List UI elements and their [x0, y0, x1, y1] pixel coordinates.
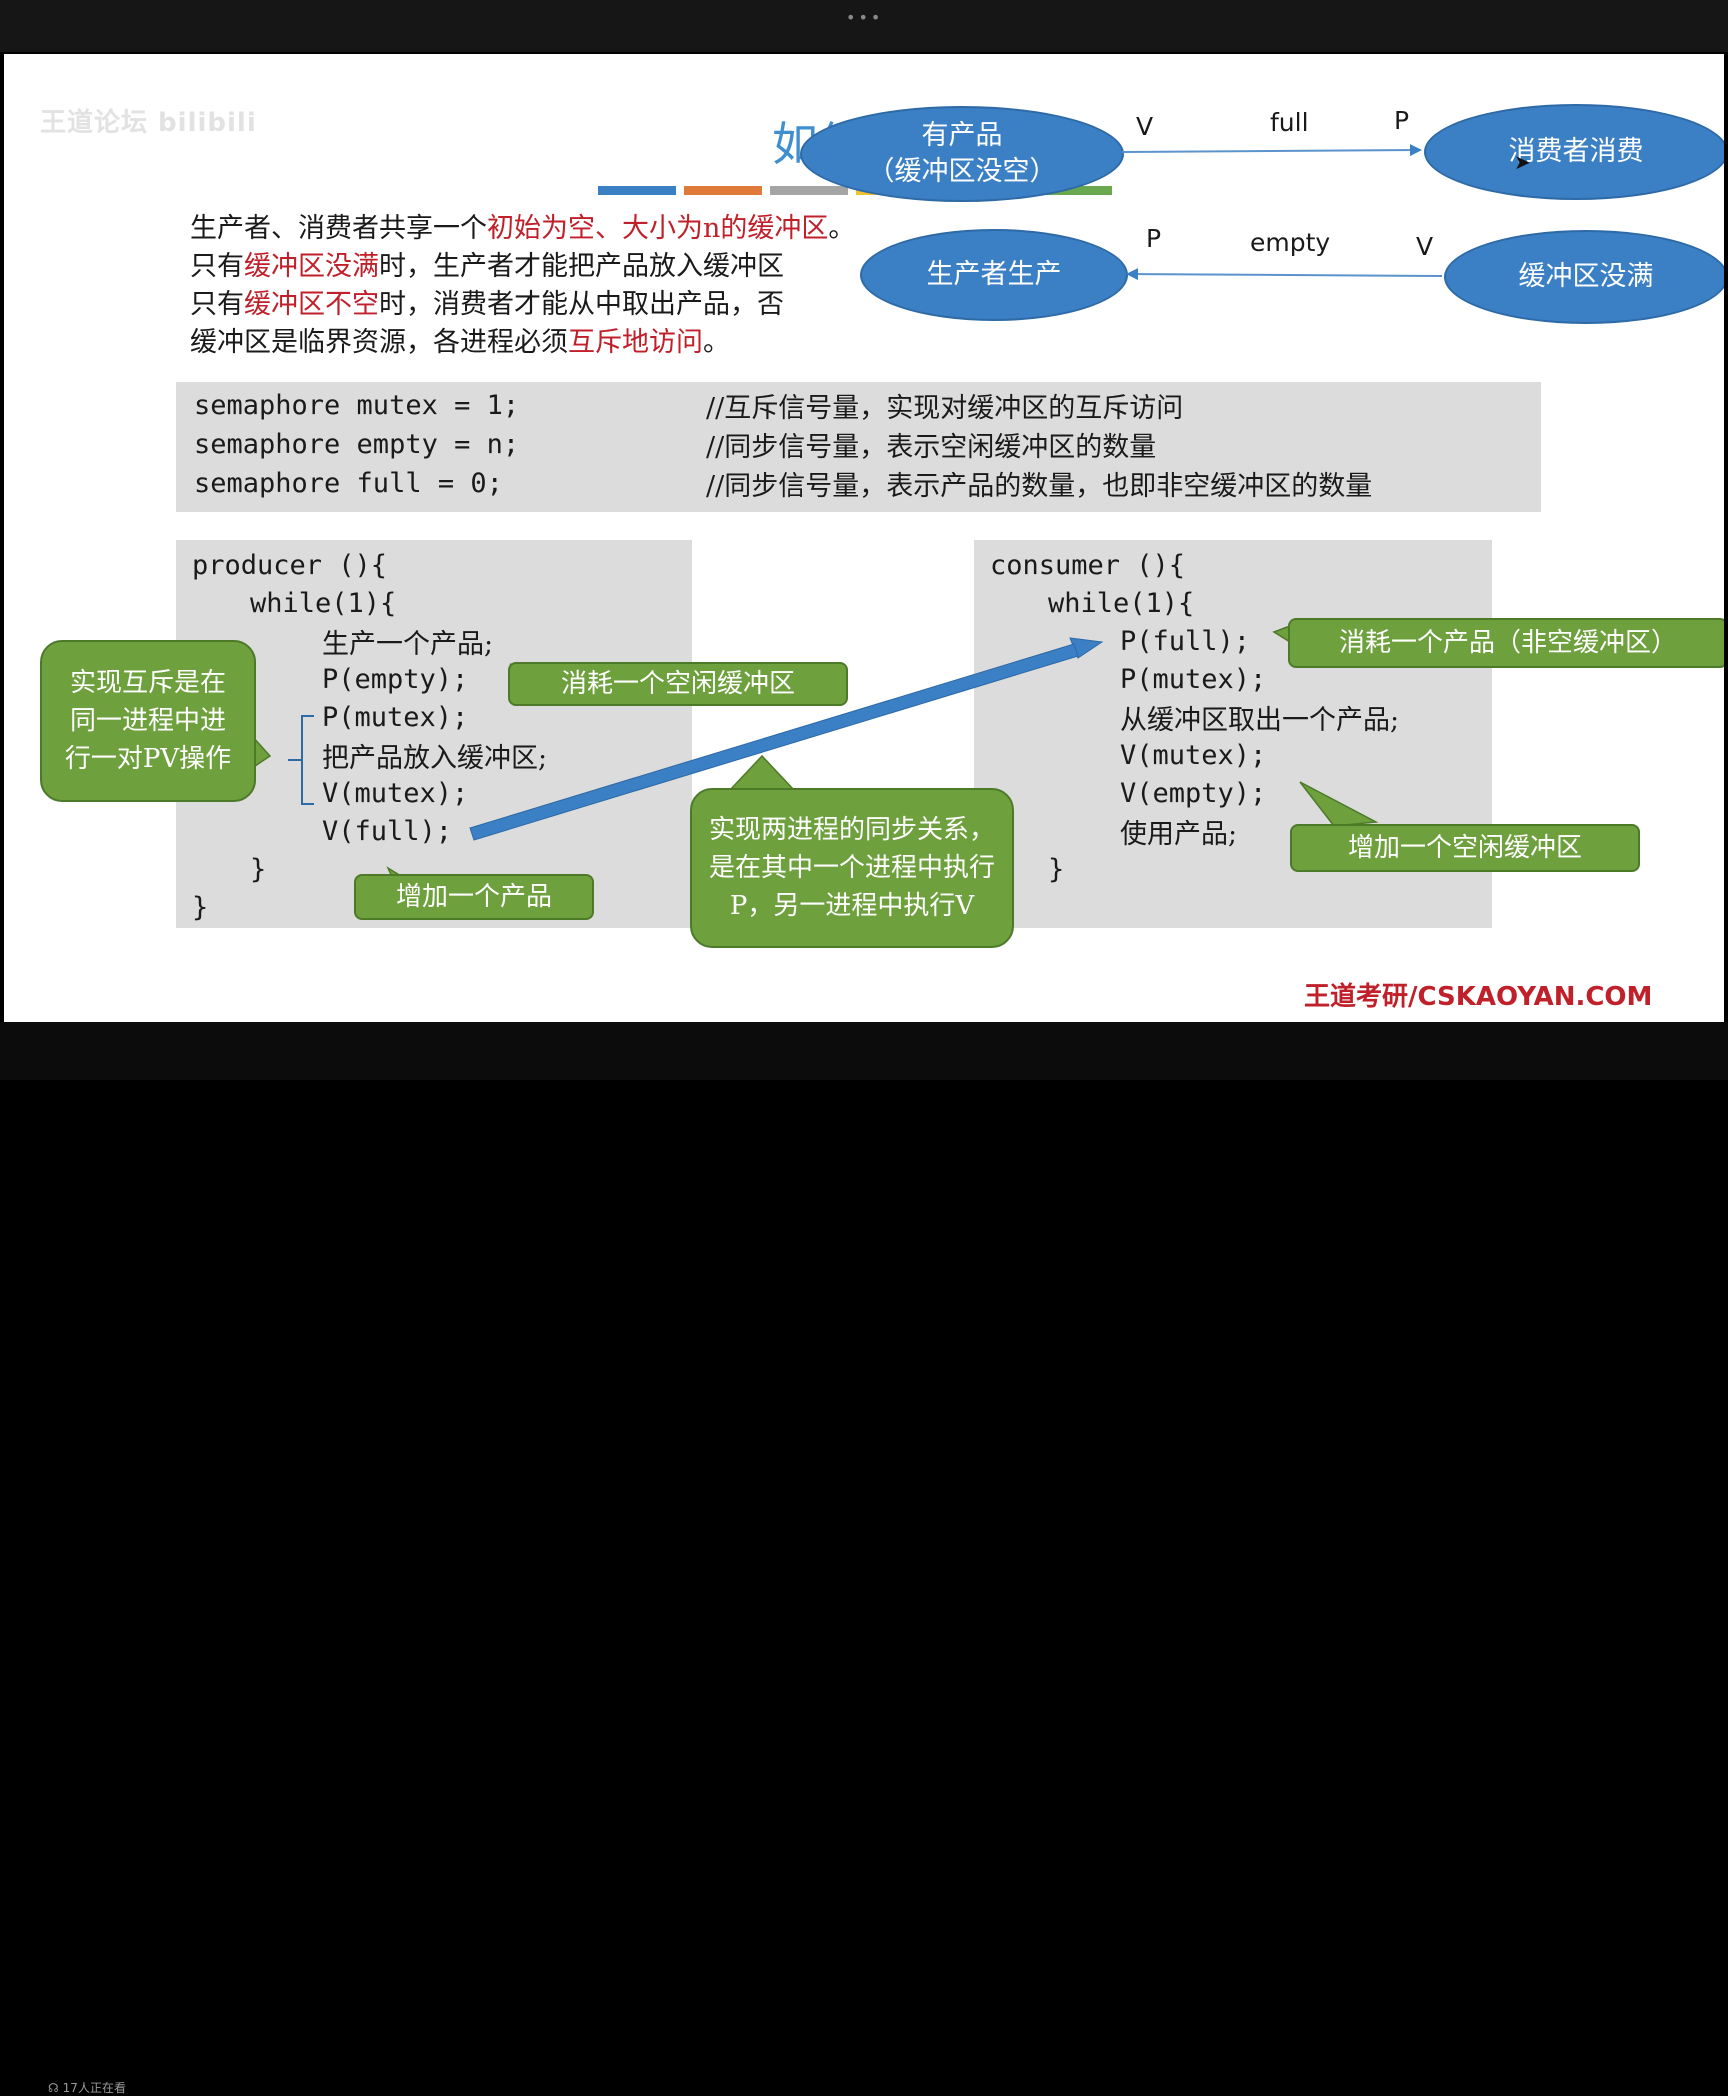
- decl-comment-full: //同步信号量，表示产品的数量，也即非空缓冲区的数量: [706, 471, 1373, 502]
- arrow-full: [1121, 144, 1422, 157]
- intro-line-3: 只有缓冲区不空时，消费者才能从中取出产品，否: [190, 289, 784, 320]
- producer-line-6: 把产品放入缓冲区;: [322, 743, 548, 774]
- footer-brand: 王道考研/CSKAOYAN.COM: [1304, 982, 1653, 1012]
- decl-code-mutex: semaphore mutex = 1;: [194, 390, 520, 421]
- window-menu-dots[interactable]: •••: [846, 8, 884, 27]
- window-top-bar: •••: [0, 0, 1728, 52]
- semaphore-declarations: semaphore mutex = 1; //互斥信号量，实现对缓冲区的互斥访问…: [176, 382, 1541, 512]
- consumer-line-4: P(mutex);: [1120, 664, 1267, 695]
- bottom-arrow-p: P: [1146, 224, 1162, 253]
- consumer-line-1: consumer (){: [990, 550, 1186, 581]
- node-buffer-not-full: 缓冲区没满: [1444, 230, 1724, 324]
- intro-line-4: 缓冲区是临界资源，各进程必须互斥地访问。: [190, 327, 730, 358]
- producer-line-1: producer (){: [192, 550, 388, 581]
- producer-line-2: while(1){: [250, 588, 397, 619]
- callout-add-product: 增加一个产品: [354, 874, 594, 920]
- producer-line-8: V(full);: [322, 816, 453, 847]
- callout-mutex-note: 实现互斥是在同一进程中进行一对PV操作: [40, 640, 256, 802]
- consumer-line-6: V(mutex);: [1120, 740, 1267, 771]
- title-rule-green: [1034, 186, 1112, 195]
- callout-add-free-buffer: 增加一个空闲缓冲区: [1290, 824, 1640, 872]
- consumer-line-2: while(1){: [1048, 588, 1195, 619]
- title-rule-orange: [684, 186, 762, 195]
- window-bottom-bar: ☊17人正在看: [0, 1022, 1728, 2095]
- decl-comment-mutex: //互斥信号量，实现对缓冲区的互斥访问: [706, 393, 1184, 424]
- node-producer-produce: 生产者生产: [860, 229, 1128, 321]
- producer-line-3: 生产一个产品;: [322, 629, 494, 660]
- consumer-line-8: 使用产品;: [1120, 819, 1238, 850]
- tail-sync-note: [728, 754, 796, 791]
- node-has-product: 有产品 （缓冲区没空）: [800, 106, 1124, 202]
- title-rule-blue: [598, 186, 676, 195]
- viewer-count: ☊17人正在看: [48, 2081, 126, 2095]
- producer-line-10: }: [192, 892, 209, 923]
- lecture-slide: 王道论坛 bilibili 如何 生产者、消费者共享一个初始为空、大小为n的缓冲…: [4, 54, 1724, 1022]
- bottom-arrow-v: V: [1416, 232, 1434, 261]
- headset-icon: ☊: [48, 2081, 59, 2095]
- consumer-line-3: P(full);: [1120, 626, 1251, 657]
- callout-consume-product: 消耗一个产品（非空缓冲区）: [1288, 618, 1724, 668]
- bottom-arrow-empty: empty: [1250, 228, 1331, 257]
- intro-line-1: 生产者、消费者共享一个初始为空、大小为n的缓冲区。: [190, 213, 856, 244]
- consumer-line-9: }: [1048, 854, 1065, 885]
- title-rule-gray: [770, 186, 848, 195]
- decl-code-full: semaphore full = 0;: [194, 468, 503, 499]
- node-consumer-consume: 消费者消费: [1424, 104, 1724, 200]
- producer-line-4: P(empty);: [322, 664, 469, 695]
- decl-code-empty: semaphore empty = n;: [194, 429, 520, 460]
- top-arrow-v: V: [1136, 112, 1154, 141]
- consumer-line-5: 从缓冲区取出一个产品;: [1120, 705, 1400, 736]
- arrow-empty: [1126, 268, 1443, 281]
- producer-line-9: }: [250, 854, 267, 885]
- decl-comment-empty: //同步信号量，表示空闲缓冲区的数量: [706, 432, 1157, 463]
- callout-consume-free-buffer: 消耗一个空闲缓冲区: [508, 662, 848, 706]
- producer-line-5: P(mutex);: [322, 702, 469, 733]
- watermark: 王道论坛 bilibili: [40, 108, 257, 138]
- consumer-line-7: V(empty);: [1120, 778, 1267, 809]
- mouse-cursor-icon: ➤: [1514, 150, 1531, 174]
- callout-sync-note: 实现两进程的同步关系，是在其中一个进程中执行P，另一进程中执行V: [690, 788, 1014, 948]
- producer-line-7: V(mutex);: [322, 778, 469, 809]
- top-arrow-full: full: [1270, 108, 1309, 137]
- top-arrow-p: P: [1394, 106, 1410, 135]
